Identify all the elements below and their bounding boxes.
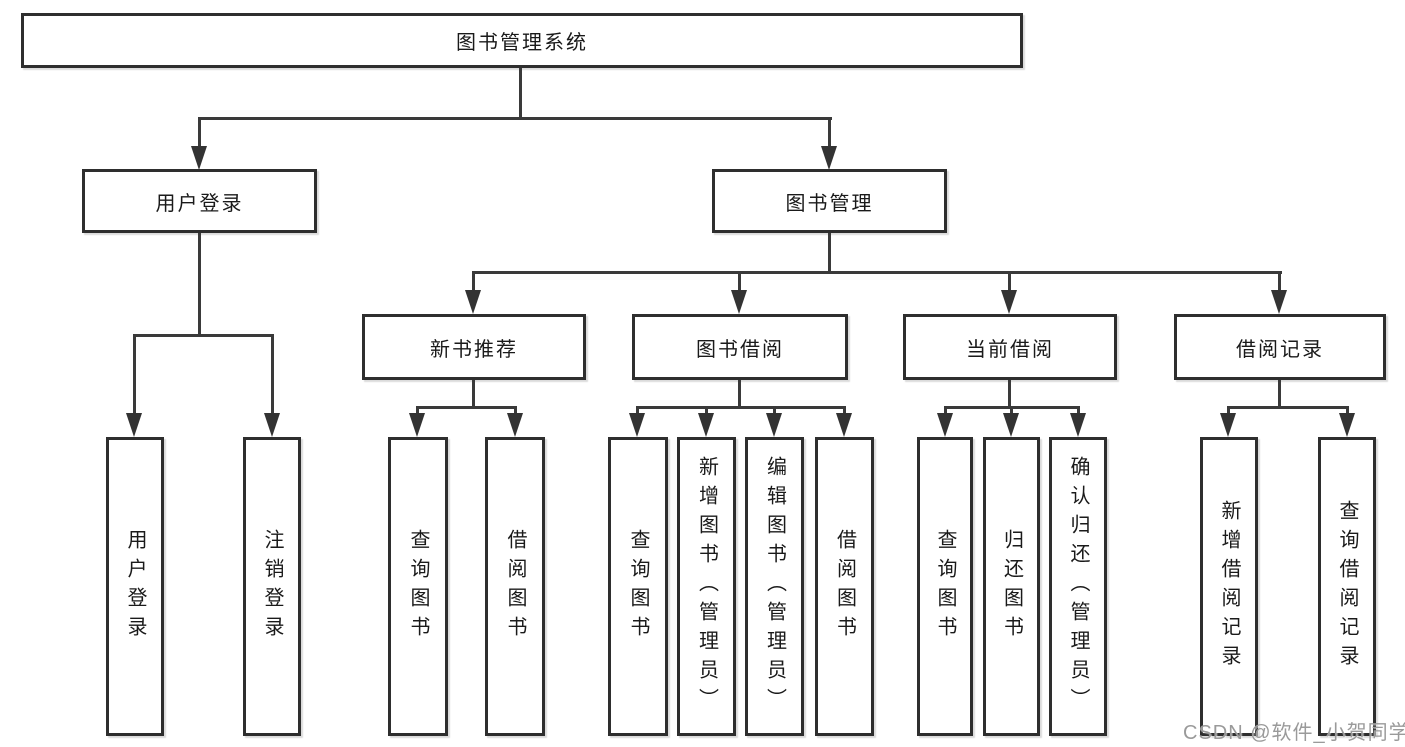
arrow-down-icon — [937, 413, 953, 437]
connector-records-rail — [1227, 406, 1349, 409]
connector-borrow-trunk — [738, 380, 741, 409]
node-leaf-add-borrow-record: 新增借阅记录 — [1200, 437, 1258, 736]
arrow-down-icon — [629, 413, 645, 437]
node-borrow-records: 借阅记录 — [1174, 314, 1386, 380]
node-label: 查询借阅记录 — [1336, 499, 1358, 674]
arrow-down-icon — [1003, 413, 1019, 437]
node-label: 借阅图书 — [833, 528, 856, 645]
node-label: 图书管理系统 — [456, 32, 588, 54]
connector-root-rail — [198, 117, 832, 120]
node-leaf-edit-books-admin: 编辑图书（管理员） — [745, 437, 804, 736]
node-label: 用户登录 — [124, 528, 146, 645]
connector-arrow-shaft — [1008, 271, 1011, 295]
node-leaf-query-books-recommend: 查询图书 — [388, 437, 448, 736]
connector-arrow-shaft — [738, 271, 741, 295]
connector-arrow-shaft — [1227, 406, 1230, 418]
connector-arrow-shaft — [1346, 406, 1349, 418]
connector-arrow-shaft — [198, 117, 201, 151]
connector-arrow-shaft — [843, 406, 846, 418]
connector-arrow-shaft — [514, 406, 517, 418]
arrow-down-icon — [698, 413, 714, 437]
connector-arrow-shaft — [636, 406, 639, 418]
connector-arrow-shaft — [705, 406, 708, 418]
connector-arrow-shaft — [133, 334, 136, 416]
connector-arrow-shaft — [944, 406, 947, 418]
node-leaf-logout: 注销登录 — [243, 437, 301, 736]
watermark-text: CSDN @软件_小贺同学 — [1183, 722, 1405, 744]
arrow-down-icon — [821, 146, 837, 170]
connector-arrow-shaft — [1010, 406, 1013, 418]
node-label: 图书借阅 — [696, 338, 784, 361]
node-label: 查询图书 — [627, 528, 649, 645]
connector-arrow-shaft — [1077, 406, 1080, 418]
node-leaf-borrow-books: 借阅图书 — [815, 437, 874, 736]
node-leaf-borrow-books-recommend: 借阅图书 — [485, 437, 545, 736]
node-label: 当前借阅 — [966, 338, 1054, 361]
connector-root-trunk — [519, 68, 522, 120]
node-label: 新增借阅记录 — [1218, 499, 1240, 674]
arrow-down-icon — [1271, 290, 1287, 314]
node-label: 确认归还（管理员） — [1067, 456, 1089, 717]
connector-userlogin-trunk — [198, 233, 201, 337]
connector-arrow-shaft — [472, 271, 475, 295]
node-leaf-query-books-borrow: 查询图书 — [608, 437, 668, 736]
connector-records-trunk — [1278, 380, 1281, 409]
node-book-borrow: 图书借阅 — [632, 314, 848, 380]
arrow-down-icon — [766, 413, 782, 437]
node-leaf-confirm-return-admin: 确认归还（管理员） — [1049, 437, 1107, 736]
connector-arrow-shaft — [416, 406, 419, 418]
connector-current-trunk — [1008, 380, 1011, 409]
node-label: 用户登录 — [155, 192, 244, 215]
connector-recommend-rail — [416, 406, 517, 409]
node-label: 新增图书（管理员） — [695, 456, 718, 717]
node-library-system: 图书管理系统 — [21, 13, 1023, 68]
node-label: 归还图书 — [1000, 528, 1023, 645]
connector-bookmgmt-trunk — [828, 233, 831, 274]
arrow-down-icon — [1070, 413, 1086, 437]
node-label: 查询图书 — [934, 528, 956, 645]
node-label: 注销登录 — [261, 528, 283, 645]
node-label: 编辑图书（管理员） — [763, 456, 786, 717]
arrow-down-icon — [264, 413, 280, 437]
node-leaf-query-borrow-record: 查询借阅记录 — [1318, 437, 1376, 736]
arrow-down-icon — [836, 413, 852, 437]
node-new-book-recommend: 新书推荐 — [362, 314, 586, 380]
node-label: 查询图书 — [407, 528, 429, 645]
node-label: 新书推荐 — [430, 338, 518, 361]
node-leaf-query-books-current: 查询图书 — [917, 437, 973, 736]
node-label: 借阅图书 — [504, 528, 526, 645]
node-leaf-return-books: 归还图书 — [983, 437, 1040, 736]
arrow-down-icon — [1339, 413, 1355, 437]
arrow-down-icon — [731, 290, 747, 314]
connector-borrow-rail — [636, 406, 846, 409]
node-label: 借阅记录 — [1236, 338, 1324, 361]
connector-bookmgmt-rail — [472, 271, 1282, 274]
connector-recommend-trunk — [472, 380, 475, 409]
connector-userlogin-rail — [133, 334, 274, 337]
connector-arrow-shaft — [773, 406, 776, 418]
arrow-down-icon — [465, 290, 481, 314]
node-label: 图书管理 — [785, 192, 874, 215]
connector-arrow-shaft — [271, 334, 274, 416]
node-user-login: 用户登录 — [82, 169, 317, 233]
arrow-down-icon — [191, 146, 207, 170]
arrow-down-icon — [1001, 290, 1017, 314]
connector-arrow-shaft — [828, 117, 831, 151]
arrow-down-icon — [126, 413, 142, 437]
connector-arrow-shaft — [1278, 271, 1281, 295]
arrow-down-icon — [409, 413, 425, 437]
node-book-management: 图书管理 — [712, 169, 947, 233]
arrow-down-icon — [507, 413, 523, 437]
node-leaf-add-books-admin: 新增图书（管理员） — [677, 437, 736, 736]
node-leaf-user-login: 用户登录 — [106, 437, 164, 736]
arrow-down-icon — [1220, 413, 1236, 437]
node-current-borrow: 当前借阅 — [903, 314, 1117, 380]
